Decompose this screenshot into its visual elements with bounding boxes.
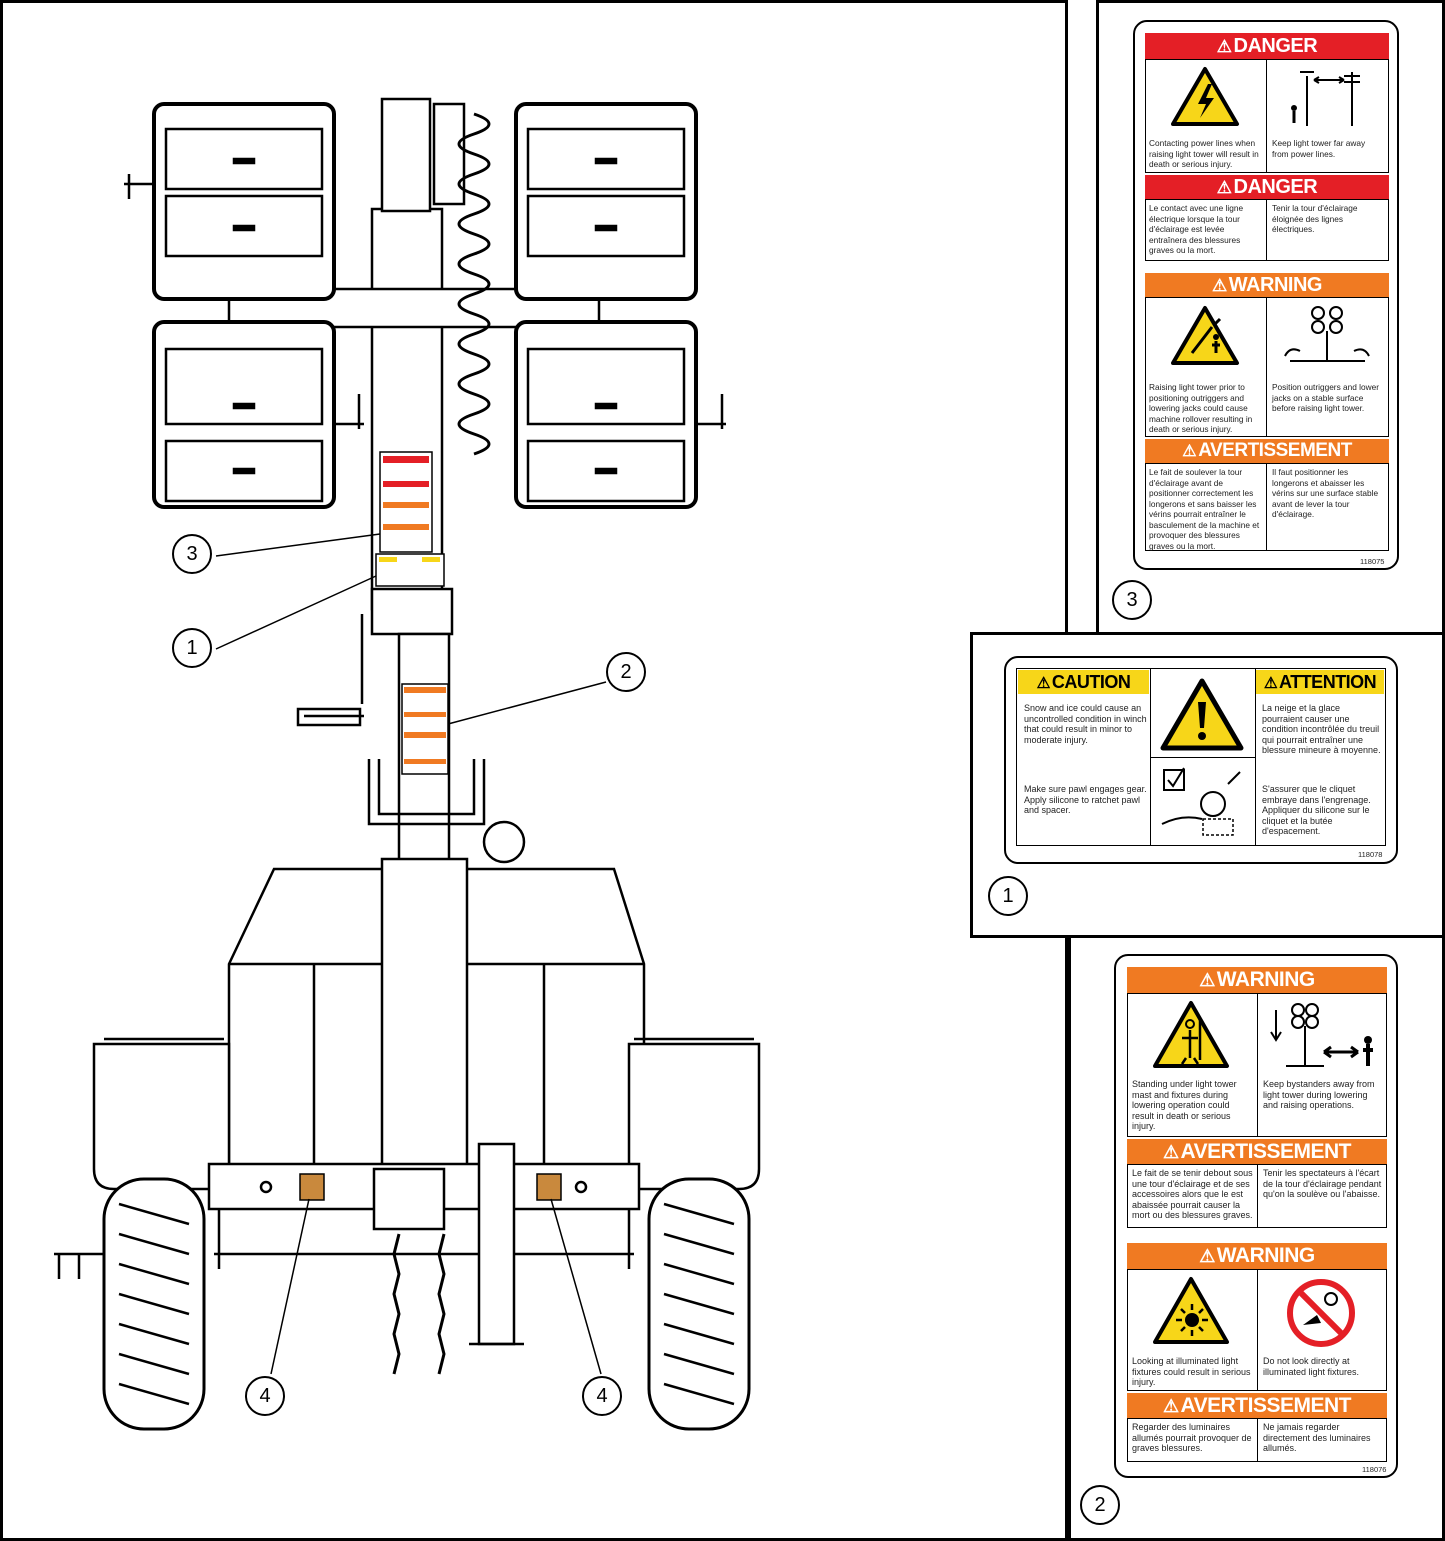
general-alert-icon <box>1160 678 1244 751</box>
light-fixture-top-left <box>124 102 336 301</box>
caution-text-en: Snow and ice could cause an uncontrolled… <box>1024 703 1147 745</box>
danger-panel-en <box>1145 59 1389 173</box>
attention-text-fr: La neige et la glace pourraient causer u… <box>1262 703 1381 755</box>
decal1-panel <box>1016 668 1386 846</box>
danger-panel-fr <box>1145 199 1389 261</box>
crush-hazard-icon <box>1153 1001 1229 1068</box>
callout-2-machine: 2 <box>606 652 646 692</box>
danger-banner-fr: ⚠DANGER <box>1145 175 1389 199</box>
avertissement-text-fr-right: Il faut positionner les longerons et aba… <box>1272 467 1379 519</box>
warning1-text-en-right: Keep bystanders away from light tower du… <box>1263 1079 1375 1110</box>
avert1-text-fr-left: Le fait de se tenir debout sous une tour… <box>1132 1168 1253 1220</box>
avert2-text-fr-left: Regarder des luminaires allumés pourrait… <box>1132 1422 1252 1453</box>
warning1-text-en-left: Standing under light tower mast and fixt… <box>1132 1079 1237 1131</box>
light-tower-trailer-drawing <box>54 97 761 1431</box>
do-not-look-icon <box>1287 1279 1355 1347</box>
caution-instruction-en: Make sure pawl engages gear. Apply silic… <box>1024 784 1147 815</box>
warning2-text-en-left: Looking at illuminated light fixtures co… <box>1132 1356 1251 1387</box>
warning-banner-2-decal2: ⚠WARNING <box>1127 1243 1387 1269</box>
danger-text-fr-right: Tenir la tour d'éclairage éloignée des l… <box>1272 203 1358 234</box>
callout-1-decal: 1 <box>988 876 1028 916</box>
callout-3-decal: 3 <box>1112 580 1152 620</box>
attention-instruction-fr: S'assurer que le cliquet embraye dans l'… <box>1262 784 1371 836</box>
outrigger-icon <box>1284 306 1370 362</box>
attention-banner: ⚠ATTENTION <box>1256 670 1384 694</box>
danger-banner-en: ⚠DANGER <box>1145 33 1389 59</box>
avertissement-banner-decal3: ⚠AVERTISSEMENT <box>1145 439 1389 463</box>
part-number-118075: 118075 <box>1360 557 1385 566</box>
warning-banner-decal3: ⚠WARNING <box>1145 273 1389 297</box>
callout-2-decal: 2 <box>1080 1485 1120 1525</box>
avert2-text-fr-right: Ne jamais regarder directement des lumin… <box>1263 1422 1371 1453</box>
power-line-clearance-icon <box>1291 71 1360 126</box>
avertissement-panel-decal3 <box>1145 463 1389 551</box>
warning2-text-en-right: Do not look directly at illuminated ligh… <box>1263 1356 1360 1377</box>
wheel-right <box>647 1177 751 1431</box>
wheel-left <box>102 1177 206 1431</box>
callout-1-machine: 1 <box>172 628 212 668</box>
light-fixture-bottom-right <box>514 320 726 509</box>
electrocution-hazard-icon <box>1171 67 1239 126</box>
part-number-118078: 118078 <box>1358 850 1383 859</box>
caution-banner: ⚠CAUTION <box>1018 670 1149 694</box>
light-fixture-bottom-left <box>152 320 364 509</box>
part-number-118076: 118076 <box>1362 1465 1387 1474</box>
danger-text-en-left: Contacting power lines when raising ligh… <box>1149 138 1259 169</box>
callout-4-right-machine: 4 <box>582 1376 622 1416</box>
warning-text-en-left: Raising light tower prior to positioning… <box>1149 382 1253 434</box>
danger-text-en-right: Keep light tower far away from power lin… <box>1272 138 1366 159</box>
bright-light-hazard-icon <box>1153 1277 1229 1344</box>
avertissement-banner-2-decal2: ⚠AVERTISSEMENT <box>1127 1393 1387 1418</box>
warning-text-en-right: Position outriggers and lower jacks on a… <box>1272 382 1379 413</box>
light-fixture-top-right <box>514 102 698 301</box>
bystander-distance-icon <box>1270 1003 1373 1067</box>
rollover-hazard-icon <box>1171 306 1239 365</box>
callout-4-left-machine: 4 <box>245 1376 285 1416</box>
callout-3-machine: 3 <box>172 534 212 574</box>
avertissement-text-fr-left: Le fait de soulever la tour d'éclairage … <box>1149 467 1260 551</box>
avertissement-banner-1-decal2: ⚠AVERTISSEMENT <box>1127 1139 1387 1164</box>
danger-text-fr-left: Le contact avec une ligne électrique lor… <box>1149 203 1244 255</box>
avert1-text-fr-right: Tenir les spectateurs à l'écart de la to… <box>1263 1168 1382 1199</box>
warning-panel-decal3 <box>1145 297 1389 437</box>
checklist-winch-icon <box>1161 767 1241 836</box>
warning-banner-1-decal2: ⚠WARNING <box>1127 967 1387 993</box>
